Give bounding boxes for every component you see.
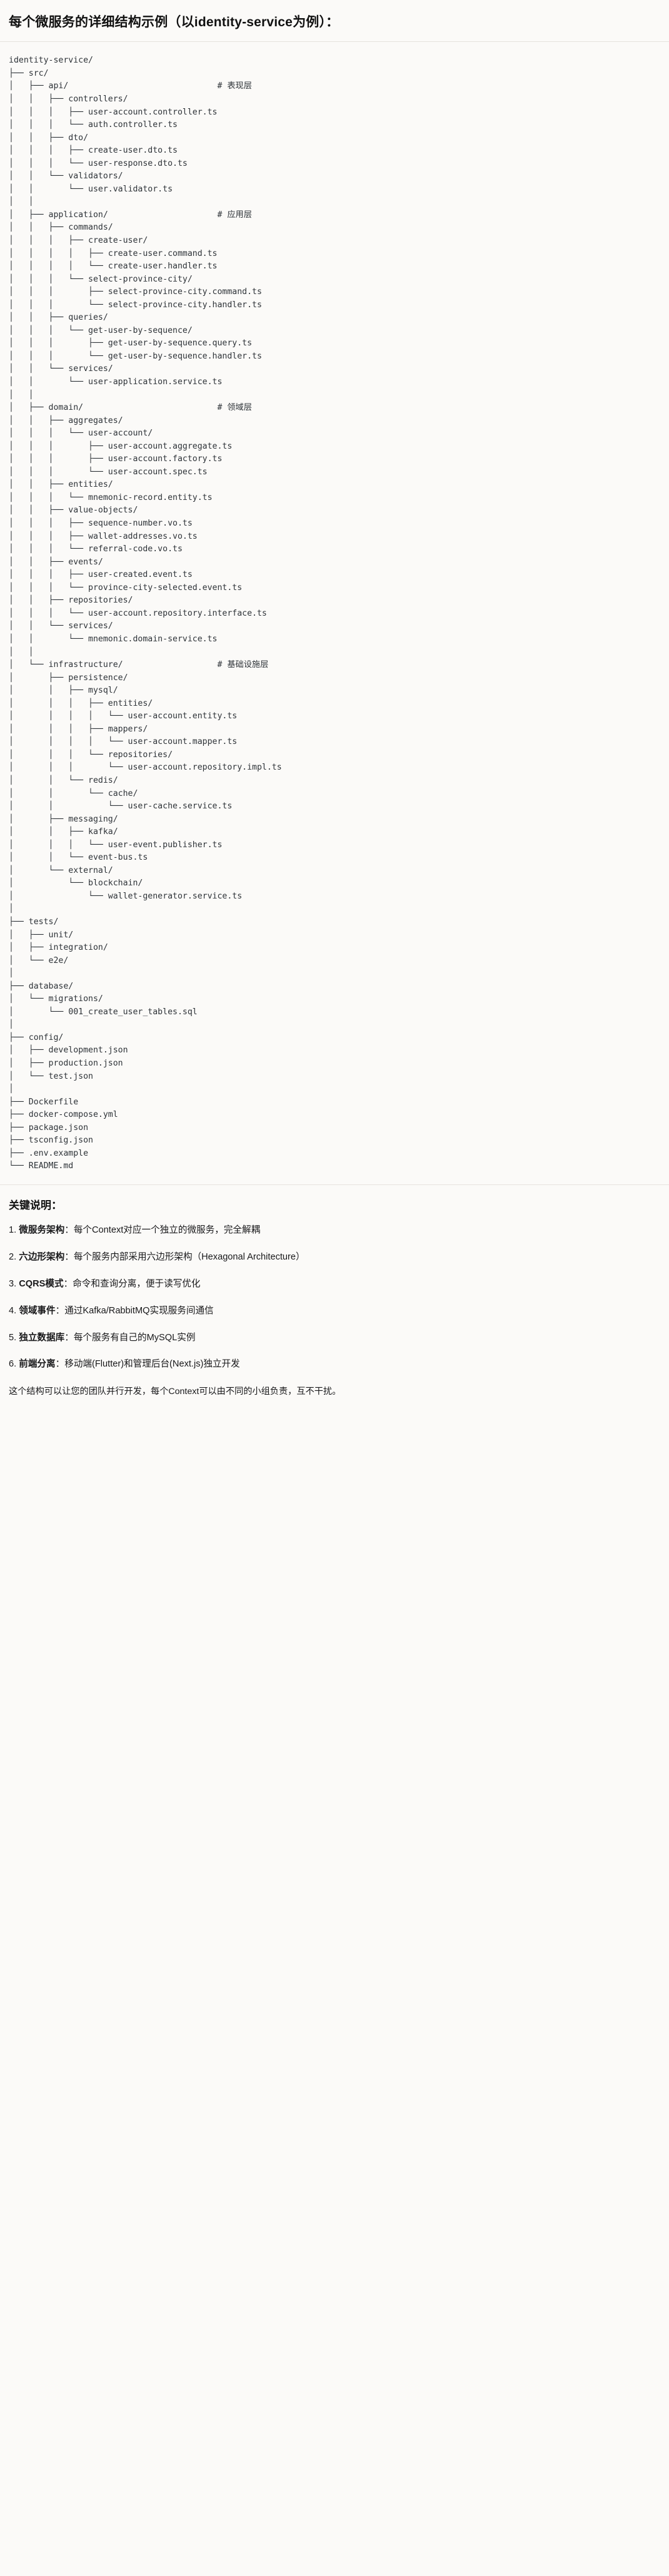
key-note-body: ：每个服务有自己的MySQL实例 <box>64 1332 196 1343</box>
key-note-body: ：每个服务内部采用六边形架构（Hexagonal Architecture） <box>64 1251 305 1262</box>
directory-tree: identity-service/ ├── src/ │ ├── api/ # … <box>9 56 282 1171</box>
key-note-body: ：命令和查询分离，便于读写优化 <box>63 1278 201 1289</box>
directory-tree-section: identity-service/ ├── src/ │ ├── api/ # … <box>0 42 669 1184</box>
key-note-item: 6. 前端分离：移动端(Flutter)和管理后台(Next.js)独立开发 <box>9 1358 660 1372</box>
key-note-lead: 独立数据库 <box>19 1332 65 1343</box>
key-notes-title: 关键说明： <box>9 1199 62 1211</box>
key-note-number: 6. <box>9 1359 17 1370</box>
key-note-number: 3. <box>9 1278 17 1289</box>
key-note-body: ：每个Context对应一个独立的微服务，完全解耦 <box>64 1225 261 1236</box>
key-note-lead: 领域事件 <box>19 1305 56 1316</box>
key-notes-list: 1. 微服务架构：每个Context对应一个独立的微服务，完全解耦 2. 六边形架… <box>9 1224 660 1372</box>
key-note-number: 1. <box>9 1225 17 1236</box>
closing-paragraph: 这个结构可以让您的团队并行开发，每个Context可以由不同的小组负责，互不干扰… <box>9 1387 341 1397</box>
key-note-lead: 前端分离 <box>19 1359 56 1370</box>
key-note-number: 2. <box>9 1251 17 1262</box>
key-note-body: ：通过Kafka/RabbitMQ实现服务间通信 <box>55 1305 214 1316</box>
key-note-lead: CQRS模式 <box>19 1278 64 1289</box>
key-notes-section: 关键说明： 1. 微服务架构：每个Context对应一个独立的微服务，完全解耦 2… <box>0 1184 669 1415</box>
key-note-item: 2. 六边形架构：每个服务内部采用六边形架构（Hexagonal Archite… <box>9 1251 660 1265</box>
key-note-number: 5. <box>9 1332 17 1343</box>
key-note-item: 4. 领域事件：通过Kafka/RabbitMQ实现服务间通信 <box>9 1305 660 1318</box>
key-note-lead: 微服务架构 <box>19 1225 65 1236</box>
key-note-item: 1. 微服务架构：每个Context对应一个独立的微服务，完全解耦 <box>9 1224 660 1238</box>
page-root: 每个微服务的详细结构示例（以identity-service为例）： ident… <box>0 0 669 1415</box>
key-note-item: 3. CQRS模式：命令和查询分离，便于读写优化 <box>9 1278 660 1291</box>
title-section: 每个微服务的详细结构示例（以identity-service为例）： <box>0 0 669 43</box>
page-title: 每个微服务的详细结构示例（以identity-service为例）： <box>9 15 340 29</box>
key-note-number: 4. <box>9 1305 17 1316</box>
key-note-body: ：移动端(Flutter)和管理后台(Next.js)独立开发 <box>55 1359 240 1370</box>
key-note-item: 5. 独立数据库：每个服务有自己的MySQL实例 <box>9 1331 660 1345</box>
key-note-lead: 六边形架构 <box>19 1251 65 1262</box>
